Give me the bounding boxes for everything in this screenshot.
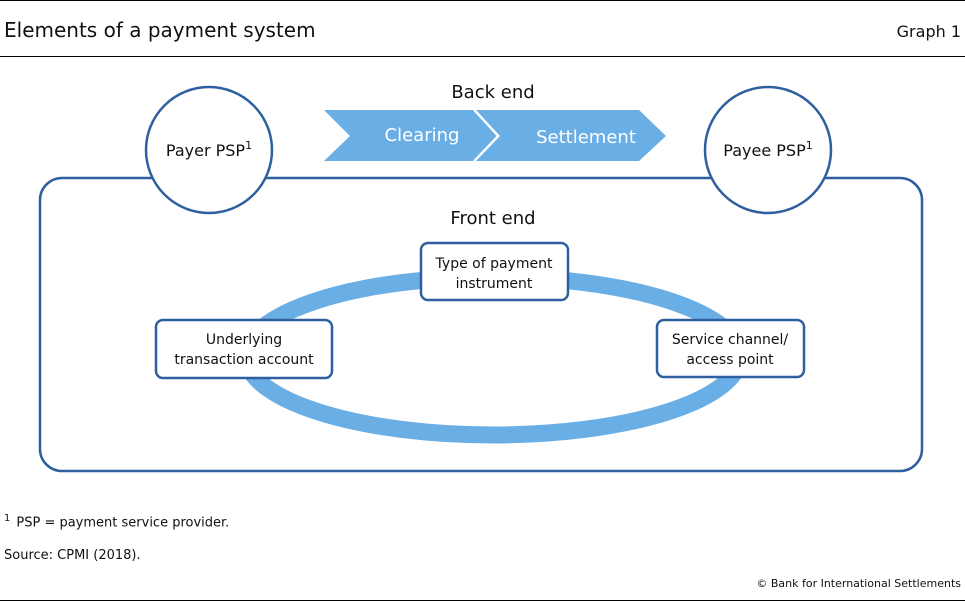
top-rule	[0, 0, 965, 1]
payee-psp-node	[703, 85, 833, 215]
settlement-arrow	[476, 110, 666, 161]
clearing-arrow	[324, 110, 498, 161]
service-channel-line2: access point	[686, 352, 774, 368]
payment-instrument-line2: instrument	[456, 276, 533, 292]
front-end-container	[38, 176, 924, 473]
arrow-divider	[473, 109, 500, 162]
front-end-label: Front end	[450, 208, 535, 229]
copyright: © Bank for International Settlements	[756, 577, 961, 590]
footnote: 1 PSP = payment service provider.	[4, 513, 229, 530]
footnote-text: PSP = payment service provider.	[16, 515, 230, 531]
service-channel-line1: Service channel/	[672, 332, 789, 348]
source-note: Source: CPMI (2018).	[4, 548, 141, 563]
service-channel-box	[655, 318, 806, 379]
transaction-account-box	[154, 318, 334, 380]
page-title: Elements of a payment system	[4, 18, 316, 42]
title-rule	[0, 56, 965, 57]
payment-instrument-line1: Type of payment	[435, 256, 553, 272]
graph-label: Graph 1	[896, 22, 961, 41]
payer-psp-label: Payer PSP1	[166, 139, 252, 160]
clearing-label: Clearing	[385, 125, 460, 146]
payee-psp-label: Payee PSP1	[723, 139, 812, 160]
back-end-label: Back end	[451, 82, 534, 103]
settlement-label: Settlement	[536, 127, 636, 148]
payer-psp-node	[144, 85, 274, 215]
payment-system-diagram: Back end Clearing Settlement Payer PSP1 …	[38, 82, 924, 473]
transaction-account-line2: transaction account	[174, 352, 314, 368]
payment-instrument-box	[419, 241, 570, 302]
footnote-marker: 1	[4, 513, 11, 524]
transaction-account-line1: Underlying	[206, 332, 282, 348]
bottom-rule	[0, 600, 965, 601]
